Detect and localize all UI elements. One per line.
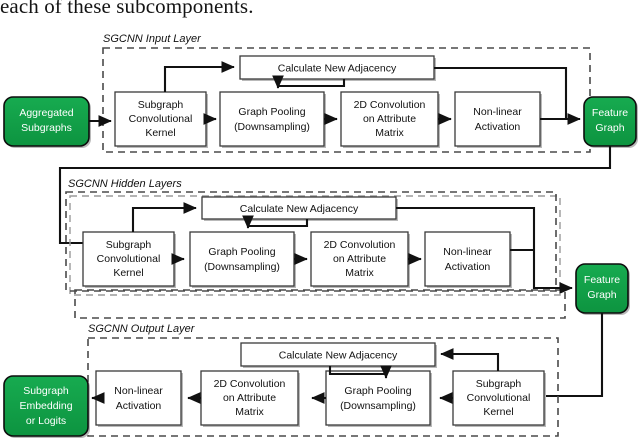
input-layer-dashed-border (102, 47, 591, 153)
output-calculate-new-adjacency-box[interactable] (240, 342, 436, 367)
input-sck-line1: Subgraph (138, 99, 184, 111)
hidden-calculate-new-adjacency-label: Calculate New Adjacency (240, 203, 359, 215)
output-conv2d-line3: Matrix (235, 406, 264, 418)
feature-graph-1-line2: Graph (595, 122, 624, 134)
subgraph-embedding-line1: Subgraph (23, 385, 69, 397)
arrow-output-sck-to-adjacency (440, 348, 500, 371)
hidden-act-line2: Activation (445, 261, 491, 273)
output-conv2d-line2: on Attribute (223, 392, 276, 404)
hidden-layer-dashed-stack-back2 (74, 289, 566, 319)
output-gp-line1: Graph Pooling (344, 385, 411, 397)
output-sck-line2: Convolutional (467, 392, 531, 404)
arrow-hidden-to-feature-graph-2 (532, 250, 573, 294)
line-hidden-adjacency-down (396, 206, 536, 250)
input-nonlinear-activation-box[interactable] (454, 91, 541, 147)
output-sck-line3: Kernel (483, 406, 513, 418)
input-calculate-new-adjacency-label: Calculate New Adjacency (278, 63, 397, 75)
line-feature-graph-1-to-hidden-sck (58, 146, 612, 249)
input-graph-pooling-box[interactable] (219, 91, 325, 147)
input-sck-line2: Convolutional (129, 113, 193, 125)
group-label-output-layer: SGCNN Output Layer (88, 323, 196, 335)
output-calculate-new-adjacency-label: Calculate New Adjacency (279, 350, 398, 362)
output-sck-line1: Subgraph (476, 378, 522, 390)
input-act-line2: Activation (475, 121, 521, 133)
input-subgraph-conv-kernel-box[interactable] (114, 91, 207, 147)
input-conv2d-line2: on Attribute (363, 113, 416, 125)
arrow-output-adjacency-to-pooling (328, 365, 392, 379)
page-caption-text: each of these subcomponents. (0, 0, 254, 18)
input-conv2d-line1: 2D Convolution (354, 99, 426, 111)
hidden-conv2d-line3: Matrix (345, 267, 374, 279)
hidden-sck-line2: Convolutional (97, 253, 161, 265)
hidden-layer-dashed-border (65, 191, 557, 292)
aggregated-subgraphs-label-line1: Aggregated (19, 107, 73, 119)
hidden-conv2d-box[interactable] (310, 231, 409, 287)
group-label-input-layer: SGCNN Input Layer (103, 33, 202, 45)
line-input-adjacency-to-output-join (434, 66, 568, 119)
feature-graph-2-line2: Graph (587, 289, 616, 301)
hidden-gp-line1: Graph Pooling (208, 246, 275, 258)
input-gp-line2: (Downsampling) (234, 121, 310, 133)
group-label-hidden-layers: SGCNN Hidden Layers (68, 178, 182, 190)
output-act-line1: Non-linear (114, 385, 163, 397)
hidden-layer-dashed-stack-back1 (69, 195, 561, 296)
hidden-sck-line3: Kernel (113, 267, 143, 279)
output-conv2d-line1: 2D Convolution (214, 378, 286, 390)
arrow-hidden-sck-to-adjacency (131, 202, 197, 232)
hidden-gp-line2: (Downsampling) (204, 261, 280, 273)
hidden-conv2d-line2: on Attribute (333, 253, 386, 265)
input-gp-line1: Graph Pooling (238, 106, 305, 118)
aggregated-subgraphs-label-line2: Subgraphs (21, 122, 72, 134)
output-graph-pooling-box[interactable] (325, 370, 431, 426)
output-conv2d-box[interactable] (200, 370, 299, 426)
output-nonlinear-activation-box[interactable] (95, 370, 182, 426)
subgraph-embedding-terminal[interactable] (3, 375, 89, 437)
subgraph-embedding-line3: or Logits (26, 415, 66, 427)
input-sck-line3: Kernel (145, 127, 175, 139)
arrow-hidden-adjacency-to-pooling (242, 215, 309, 229)
hidden-sck-line1: Subgraph (106, 239, 152, 251)
output-act-line2: Activation (116, 400, 162, 412)
hidden-conv2d-line1: 2D Convolution (324, 239, 396, 251)
subgraph-embedding-line2: Embedding (19, 400, 72, 412)
hidden-nonlinear-activation-box[interactable] (424, 231, 511, 287)
feature-graph-1-line1: Feature (592, 107, 628, 119)
arrow-input-adjacency-to-pooling (272, 75, 346, 89)
input-act-line1: Non-linear (473, 106, 522, 118)
hidden-act-line1: Non-linear (443, 246, 492, 258)
output-gp-line2: (Downsampling) (340, 400, 416, 412)
arrow-input-sck-to-adjacency (163, 61, 235, 92)
hidden-graph-pooling-box[interactable] (189, 231, 295, 287)
feature-graph-2-line1: Feature (584, 274, 620, 286)
input-conv2d-line3: Matrix (375, 127, 404, 139)
